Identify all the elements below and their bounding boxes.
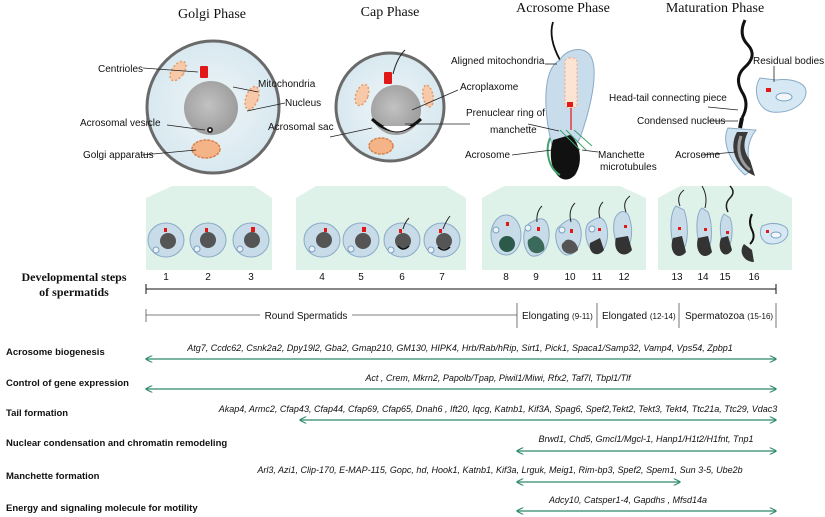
label-aligned-mitochondria: Aligned mitochondria: [451, 56, 545, 67]
label-condensed-nucleus: Condensed nucleus: [637, 116, 725, 127]
step-cell-12: [613, 195, 633, 255]
label-golgi-apparatus: Golgi apparatus: [83, 150, 154, 161]
step-cell-7: [423, 215, 461, 258]
step-cell-14: [696, 185, 712, 257]
step-number-5: 5: [358, 272, 364, 283]
phase-title-maturation: Maturation Phase: [666, 1, 764, 16]
stage-elongated: Elongated (12-14): [602, 311, 676, 322]
label-nucleus: Nucleus: [285, 98, 321, 109]
process-genes: Adcy10, Catsper1-4, Gapdhs , Mfsd14a: [548, 495, 707, 505]
label-head-tail-piece: Head-tail connecting piece: [609, 93, 727, 104]
golgi-phase-cell: [145, 39, 281, 175]
process-name: Control of gene expression: [6, 378, 129, 389]
phase-title-cap: Cap Phase: [361, 5, 420, 20]
label-mitochondria: Mitochondria: [258, 79, 316, 90]
process-row-tail-formation: Tail formation Akap4, Armc2, Cfap43, Cfa…: [6, 404, 777, 420]
step-cell-3: [232, 222, 270, 258]
golgi-label-leaders: [141, 67, 286, 156]
cap-phase-cell: [334, 49, 446, 163]
cap-label-leaders: [329, 89, 470, 138]
label-prenuclear-ring: Prenuclear ring of: [466, 108, 545, 119]
stage-round-spermatids: Round Spermatids: [265, 311, 348, 322]
step-number-15: 15: [719, 272, 731, 283]
label-acrosome-mp: Acrosome: [675, 150, 720, 161]
step-cell-15: [719, 185, 734, 255]
stage-elongating: Elongating (9-11): [522, 311, 593, 322]
step-number-9: 9: [533, 272, 539, 283]
step-number-10: 10: [564, 272, 576, 283]
stage-brackets: [145, 303, 777, 328]
acrosome-phase-cell: [545, 21, 595, 180]
step-cell-11: [585, 201, 609, 255]
step-cells: [147, 185, 789, 262]
process-row-nuclear-condensation: Nuclear condensation and chromatin remod…: [6, 434, 776, 451]
step-number-14: 14: [697, 272, 709, 283]
process-row-acrosome-biogenesis: Acrosome biogenesis Atg7, Ccdc62, Csnk2a…: [6, 343, 776, 359]
timeline-axis: [145, 284, 777, 294]
step-number-2: 2: [205, 272, 211, 283]
process-row-gene-expression: Control of gene expression Act , Crem, M…: [6, 373, 776, 389]
label-residual-bodies: Residual bodies: [753, 56, 824, 67]
label-acrosomal-sac: Acrosomal sac: [268, 122, 334, 133]
label-centrioles: Centrioles: [98, 64, 143, 75]
step-number-1: 1: [163, 272, 169, 283]
process-genes: Brwd1, Chd5, Gmcl1/Mgcl-1, Hanp1/H1t2/H1…: [538, 434, 753, 444]
step-cell-8: [490, 214, 522, 256]
steps-title-line2: of spermatids: [39, 285, 109, 299]
step-number-11: 11: [592, 272, 603, 283]
process-name: Manchette formation: [6, 471, 100, 482]
acrosome-label-leaders: [511, 63, 599, 156]
step-number-6: 6: [399, 272, 405, 283]
step-cell-4: [303, 222, 341, 258]
stage-spermatozoa: Spermatozoa (15-16): [685, 311, 773, 322]
process-row-energy-motility: Energy and signaling molecule for motili…: [6, 495, 776, 514]
step-number-12: 12: [618, 272, 630, 283]
step-cell-16: [741, 213, 789, 262]
step-number-7: 7: [439, 272, 445, 283]
step-cell-13: [670, 189, 688, 257]
process-name: Nuclear condensation and chromatin remod…: [6, 438, 227, 449]
step-number-4: 4: [319, 272, 325, 283]
process-genes: Akap4, Armc2, Cfap43, Cfap44, Cfap69, Cf…: [218, 404, 778, 414]
step-number-16: 16: [748, 272, 760, 283]
label-acrosomal-vesicle: Acrosomal vesicle: [80, 118, 161, 129]
step-cell-10: [555, 202, 582, 256]
process-name: Tail formation: [6, 408, 68, 419]
maturation-label-leaders: [701, 66, 775, 156]
phase-title-golgi: Golgi Phase: [178, 7, 246, 22]
step-number-13: 13: [671, 272, 683, 283]
process-name: Acrosome biogenesis: [6, 347, 105, 358]
process-genes: Act , Crem, Mkrn2, Papolb/Tpap, Piwil1/M…: [364, 373, 632, 383]
step-number-3: 3: [248, 272, 254, 283]
process-genes: Atg7, Ccdc62, Csnk2a2, Dpy19l2, Gba2, Gm…: [186, 343, 732, 353]
maturation-phase-cell: [725, 19, 807, 176]
label-manchette-mt-2: microtubules: [600, 162, 657, 173]
steps-title-line1: Developmental steps: [22, 270, 127, 284]
label-acroplaxome: Acroplaxome: [460, 82, 519, 93]
step-cell-6: [383, 217, 421, 258]
label-manchette-mt-1: Manchette: [598, 150, 645, 161]
process-name: Energy and signaling molecule for motili…: [6, 503, 198, 514]
process-row-manchette-formation: Manchette formation Arl3, Azi1, Clip-170…: [6, 465, 743, 482]
step-cell-2: [189, 222, 227, 258]
step-cell-9: [523, 205, 550, 257]
label-acrosome-ap: Acrosome: [465, 150, 510, 161]
phase-title-acrosome: Acrosome Phase: [516, 1, 610, 16]
process-genes: Arl3, Azi1, Clip-170, E-MAP-115, Gopc, h…: [256, 465, 742, 475]
step-cell-1: [147, 222, 185, 258]
step-cell-5: [342, 222, 380, 258]
step-number-8: 8: [503, 272, 509, 283]
label-manchette: manchette: [490, 125, 537, 136]
